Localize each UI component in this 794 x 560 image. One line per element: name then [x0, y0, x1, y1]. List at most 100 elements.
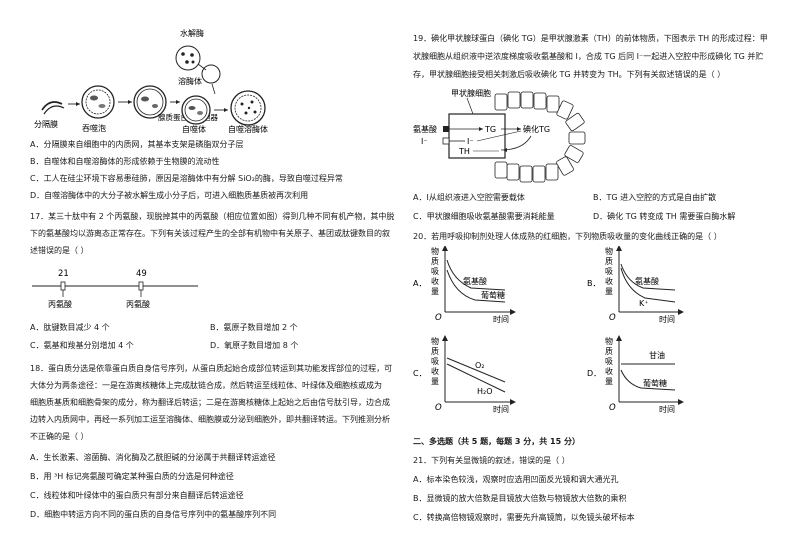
- q21-option-c: C．转换高倍物镜观察时，需要先升高镜筒，以免镜头破坏标本: [413, 513, 635, 522]
- tg-label: TG: [484, 125, 496, 134]
- q17-option-c: C．氨基和羧基分别增加 4 个: [30, 341, 134, 350]
- svg-text:吸: 吸: [431, 267, 439, 276]
- q17-stem-line-3: 述错误的是（ ）: [30, 246, 89, 255]
- q17-option-a: A．肽键数目减少 4 个: [30, 323, 110, 332]
- graph-b-lower: K⁺: [639, 299, 648, 308]
- amino-acid-label: 氨基酸: [413, 124, 437, 134]
- graph-a-letter: A．: [413, 279, 426, 288]
- svg-text:质: 质: [431, 346, 439, 356]
- autophagosome-circle: [181, 95, 211, 125]
- graph-c-letter: C．: [413, 369, 427, 378]
- graph-d-upper: 甘油: [649, 350, 665, 360]
- q18-stem-line-3: 细胞质基质和细胞骨架的成分，称为翻译后转运；二是在游离核糖体上起始之后由信号肽引…: [30, 398, 390, 407]
- svg-text:O: O: [609, 313, 616, 323]
- q21-stem: 21．下列有关显微镜的叙述，错误的是（ ）: [413, 456, 570, 465]
- svg-text:物: 物: [605, 246, 613, 256]
- svg-text:量: 量: [605, 287, 613, 296]
- q17-option-d: D．氧原子数目增加 8 个: [210, 341, 299, 350]
- svg-text:量: 量: [605, 377, 613, 386]
- isolation-membrane-label: 分隔膜: [34, 119, 58, 129]
- thyroid-figure: 甲状腺细胞 氨基酸 I⁻ TG I⁻ 碘化TG TH: [413, 88, 586, 183]
- q16-option-c: C．工人在硅尘环境下容易患硅肺，原因是溶酶体中有分解 SiO₂的酶，导致自噬过程…: [30, 174, 343, 183]
- position-21: 21: [58, 269, 69, 279]
- svg-text:O: O: [435, 403, 442, 413]
- q21-option-a: A．标本染色较浅，观察时应选用凹面反光镜和调大通光孔: [413, 475, 619, 484]
- graph-c: C． 物质 吸收 量 O 时间 O₂ H₂O: [413, 335, 516, 414]
- graph-c-lower: H₂O: [477, 387, 493, 396]
- svg-text:质: 质: [605, 256, 613, 266]
- svg-text:物: 物: [431, 246, 439, 256]
- graph-a: A． 物质 吸收 量 O 时间 氨基酸 葡萄糖: [413, 246, 516, 324]
- iodide-label: I⁻: [421, 137, 428, 146]
- q18-stem-line-2: 大体分为两条途径：一是在游离核糖体上完成肽链合成，然后转运至线粒体、叶绿体及细胞…: [30, 381, 382, 390]
- lysosome-label: 溶酶体: [178, 76, 202, 86]
- q21-option-b: B．显微镜的放大倍数是目镜放大倍数与物镜放大倍数的乘积: [413, 494, 627, 503]
- graph-b-upper: 氨基酸: [635, 276, 659, 286]
- q19-option-c: C．甲状腺细胞吸收氨基酸需要消耗能量: [413, 212, 555, 221]
- graph-b-letter: B．: [587, 279, 601, 288]
- follicle-cells: [494, 91, 586, 183]
- thyroid-cell-box: [448, 113, 506, 159]
- svg-text:收: 收: [605, 276, 613, 286]
- svg-text:吸: 吸: [605, 357, 613, 366]
- svg-text:收: 收: [431, 366, 439, 376]
- autophagosome-label: 自噬体: [182, 124, 206, 134]
- graph-d-lower: 葡萄糖: [643, 378, 667, 388]
- svg-text:量: 量: [431, 287, 439, 296]
- svg-text:量: 量: [431, 377, 439, 386]
- alanine-label-1: 丙氨酸: [48, 299, 72, 309]
- svg-text:时间: 时间: [659, 314, 675, 324]
- svg-text:收: 收: [605, 366, 613, 376]
- svg-text:吸: 吸: [605, 267, 613, 276]
- svg-text:吸: 吸: [431, 357, 439, 366]
- q18-option-d: D．细胞中转运方向不同的蛋白质的自身信号序列中的氨基酸序列不同: [30, 510, 277, 519]
- q19-stem-line-3: 存，甲状腺细胞接受相关刺激后吸收碘化 TG 并转变为 TH。下列有关叙述错误的是…: [413, 70, 726, 79]
- q19-option-a: A．I从组织液进入空腔需要载体: [413, 193, 525, 202]
- q17-stem-line-2: 下的氨基酸均以游离态正常存在。下列有关该过程产生的全部有机物中有关原子、基团或肽…: [30, 229, 390, 238]
- graph-d-letter: D．: [587, 369, 601, 378]
- q19-stem-line-2: 状腺细胞从组织液中逆浓度梯度吸收氨基酸和 I，合成 TG 后同 I⁻一起进入空腔…: [413, 52, 764, 61]
- enzyme-label: 水解酶: [180, 28, 204, 38]
- thyroid-cell-label: 甲状腺细胞: [451, 88, 491, 98]
- svg-text:质: 质: [431, 256, 439, 266]
- peptide-figure: 21 49 丙氨酸 丙氨酸: [32, 269, 198, 309]
- svg-text:收: 收: [431, 276, 439, 286]
- graph-c-upper: O₂: [475, 361, 485, 370]
- q19-stem-line-1: 19．碘化甲状腺球蛋白（碘化 TG）是甲状腺激素（TH）的前体物质，下图表示 T…: [413, 34, 768, 43]
- lysosome-small-circle: [201, 64, 221, 84]
- q16-option-d: D．自噬溶酶体中的大分子被水解生成小分子后，可进入细胞质基质被再次利用: [30, 191, 309, 200]
- q16-option-a: A．分隔膜来自细胞中的内质网，其基本支架是磷脂双分子层: [30, 140, 244, 149]
- iodinated-tg-label: 碘化TG: [523, 124, 550, 134]
- q19-option-d: D．碘化 TG 转变成 TH 需要蛋白酶水解: [593, 212, 736, 221]
- q18-stem-line-1: 18．蛋白质分选是依靠蛋白质自身信号序列，从蛋白质起始合成部位转运到其功能发挥部…: [30, 364, 393, 373]
- graph-b: B． 物质 吸收 量 O 时间 氨基酸 K⁺: [587, 246, 684, 324]
- right-column: 19．碘化甲状腺球蛋白（碘化 TG）是甲状腺激素（TH）的前体物质，下图表示 T…: [413, 0, 773, 560]
- svg-text:O: O: [609, 403, 616, 413]
- lysosome-circle: [175, 45, 201, 71]
- svg-text:时间: 时间: [493, 314, 509, 324]
- section-2-header: 二、多选题（共 5 题，每题 3 分，共 15 分）: [413, 437, 580, 446]
- svg-text:物: 物: [605, 336, 613, 346]
- phagophore-circle: [81, 85, 115, 119]
- q20-graphs: A． 物质 吸收 量 O 时间 氨基酸 葡萄糖 B． 物质 吸收 量: [413, 246, 684, 414]
- q18-stem-line-4: 边转入内质网中，再经一系列加工运至溶酶体、细胞膜或分泌到细胞外，即共翻译转运。下…: [30, 415, 390, 424]
- q17-option-b: B．氨原子数目增加 2 个: [210, 323, 298, 332]
- q18-stem-line-5: 不正确的是（ ）: [30, 432, 89, 441]
- svg-text:物: 物: [431, 336, 439, 346]
- svg-text:质: 质: [605, 346, 613, 356]
- svg-text:时间: 时间: [659, 404, 675, 414]
- graph-a-upper: 氨基酸: [463, 276, 487, 286]
- svg-text:I⁻: I⁻: [467, 137, 474, 146]
- q20-stem: 20．若用呼吸抑制剂处理人体成熟的红细胞，下列物质吸收量的变化曲线正确的是（ ）: [413, 232, 722, 241]
- q17-stem-line-1: 17．某三十肽中有 2 个丙氨酸，现脱掉其中的丙氨酸（相应位置如图）得到几种不同…: [30, 212, 395, 221]
- graph-a-lower: 葡萄糖: [481, 290, 505, 300]
- phagophore-label: 吞噬泡: [82, 123, 106, 133]
- graph-d: D． 物质 吸收 量 O 时间 甘油 葡萄糖: [587, 335, 684, 414]
- q18-option-b: B．用 ³H 标记亮氨酸可确定某种蛋白质的分选是何种途径: [30, 472, 234, 481]
- q19-option-b: B．TG 进入空腔的方式是自由扩散: [593, 193, 717, 202]
- position-49: 49: [136, 269, 147, 279]
- th-label: TH: [458, 147, 470, 156]
- svg-text:时间: 时间: [493, 404, 509, 414]
- q18-option-a: A．生长激素、溶菌酶、消化酶及乙酰胆碱的分泌属于共翻译转运途径: [30, 453, 276, 462]
- alanine-label-2: 丙氨酸: [126, 299, 150, 309]
